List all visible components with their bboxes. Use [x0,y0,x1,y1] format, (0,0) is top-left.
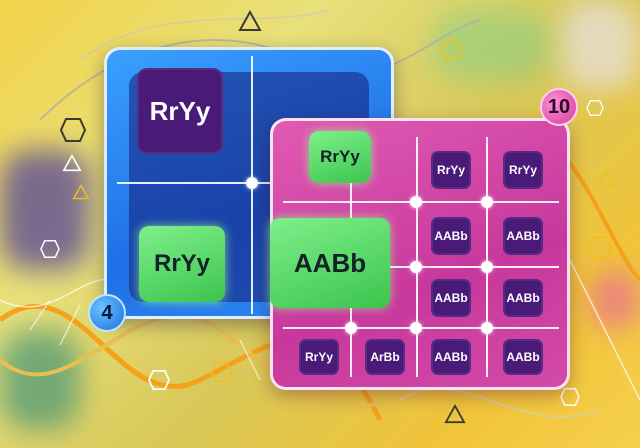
genotype-tile-selected[interactable]: AABb [270,218,390,308]
triangle-icon [62,154,82,172]
genotype-tile[interactable]: ArBb [365,339,405,375]
genotype-tile[interactable]: RrYy [503,151,543,189]
genotype-tile[interactable]: AABb [503,217,543,255]
grid-node [410,196,422,208]
hexagon-icon [60,118,86,142]
pink-count-badge: 10 [540,88,578,126]
hexagon-icon [586,100,604,116]
background-blob [0,330,80,430]
genotype-tile[interactable]: AABb [431,217,471,255]
genotype-tile[interactable]: RrYy [137,68,223,154]
grid-line [416,137,418,377]
grid-node [246,177,258,189]
grid-node [481,322,493,334]
genotype-tile[interactable]: AABb [431,279,471,317]
background-blob [430,10,550,80]
grid-node [481,196,493,208]
grid-node [410,261,422,273]
triangle-icon [596,170,616,188]
hexagon-icon [148,370,170,390]
hexagon-icon [40,240,60,258]
triangle-icon [238,10,262,31]
blue-count-badge: 4 [88,294,126,332]
genotype-tile[interactable]: RrYy [139,226,225,302]
hexagon-icon [560,388,580,406]
grid-node [481,261,493,273]
hexagon-icon [440,40,462,60]
genotype-tile[interactable]: AABb [503,279,543,317]
genotype-tile[interactable]: RrYy [309,131,371,183]
grid-node [345,322,357,334]
genotype-tile[interactable]: AABb [431,339,471,375]
genotype-tile[interactable]: AABb [503,339,543,375]
genotype-tile[interactable]: RrYy [299,339,339,375]
background-blob [560,0,640,90]
background-blob [590,270,640,330]
grid-line [486,137,488,377]
triangle-icon [444,404,466,424]
hexagon-icon [210,362,232,382]
genotype-tile[interactable]: RrYy [431,151,471,189]
hexagon-icon [588,236,612,258]
grid-node [410,322,422,334]
triangle-icon [72,184,90,200]
